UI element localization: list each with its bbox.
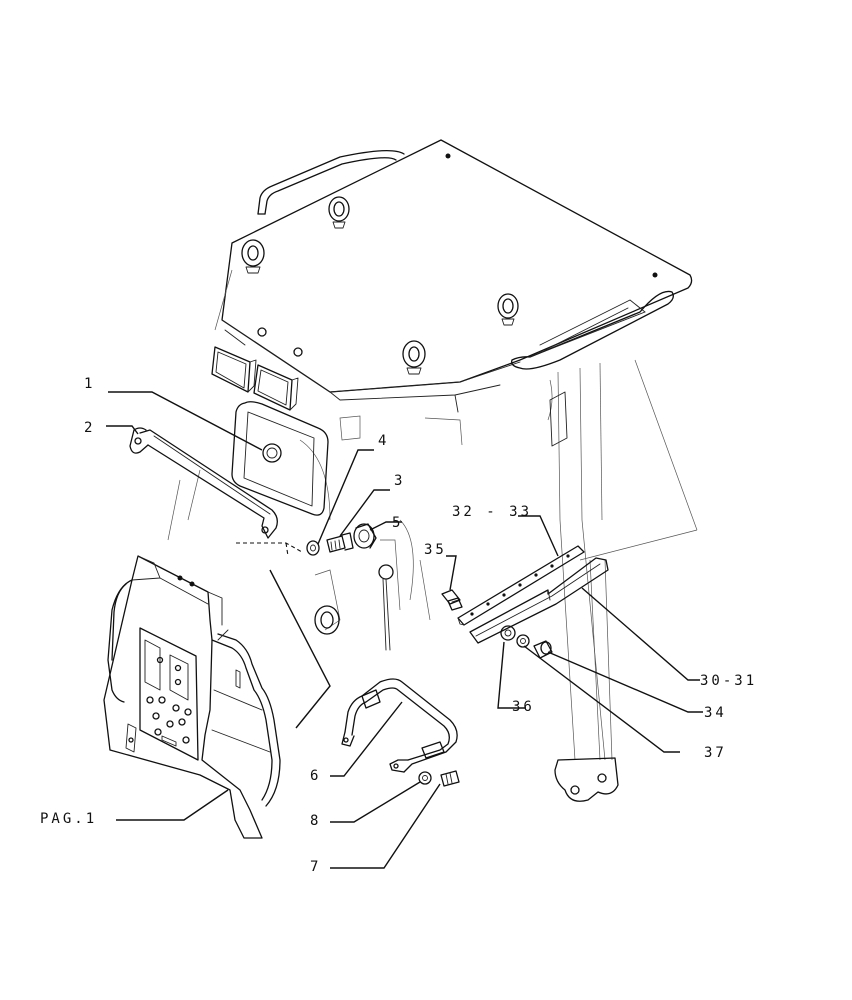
rail-30-31 xyxy=(469,557,609,644)
cab-roof xyxy=(211,139,693,413)
callout-34: 34 xyxy=(704,705,727,721)
work-light-left xyxy=(211,346,257,393)
washer-4 xyxy=(306,540,320,556)
bushing-5 xyxy=(353,523,377,549)
bolt-35 xyxy=(441,589,463,611)
callout-labels: 1 2 4 3 5 32 - 33 35 30-31 34 36 37 6 8 … xyxy=(40,376,757,875)
mirror-arm xyxy=(129,427,278,539)
washer-36 xyxy=(500,625,516,641)
callout-6: 6 xyxy=(310,768,321,784)
rail-32-33 xyxy=(457,545,585,626)
callout-1: 1 xyxy=(84,376,95,392)
lifting-eye-3 xyxy=(497,293,519,326)
callout-35: 35 xyxy=(424,542,447,558)
work-light-right xyxy=(253,364,299,411)
rear-view-mirror xyxy=(231,401,329,516)
leader-lines xyxy=(106,391,703,869)
washer-37 xyxy=(516,634,530,648)
callout-4: 4 xyxy=(378,433,389,449)
callout-pag1: PAG.1 xyxy=(40,811,97,827)
bolt-7 xyxy=(440,770,460,787)
lifting-eye-2 xyxy=(241,239,265,274)
lifting-eye-4 xyxy=(402,340,426,375)
callout-32-33: 32 - 33 xyxy=(452,504,532,520)
callout-8: 8 xyxy=(310,813,321,829)
callout-30-31: 30-31 xyxy=(700,673,757,689)
callout-37: 37 xyxy=(704,745,727,761)
console-assembly xyxy=(103,555,281,839)
assembly-line-2 xyxy=(285,542,289,557)
callout-5: 5 xyxy=(392,515,403,531)
callout-2: 2 xyxy=(84,420,95,436)
callout-7: 7 xyxy=(310,859,321,875)
nut-34 xyxy=(533,640,553,659)
assembly-line-1 xyxy=(236,542,303,553)
callout-3: 3 xyxy=(394,473,405,489)
bolt-3 xyxy=(326,532,354,553)
cab-frame xyxy=(167,269,698,802)
grab-handle xyxy=(341,678,458,773)
lifting-eye-1 xyxy=(328,196,350,229)
washer-8 xyxy=(418,771,432,785)
callout-36: 36 xyxy=(512,699,535,715)
